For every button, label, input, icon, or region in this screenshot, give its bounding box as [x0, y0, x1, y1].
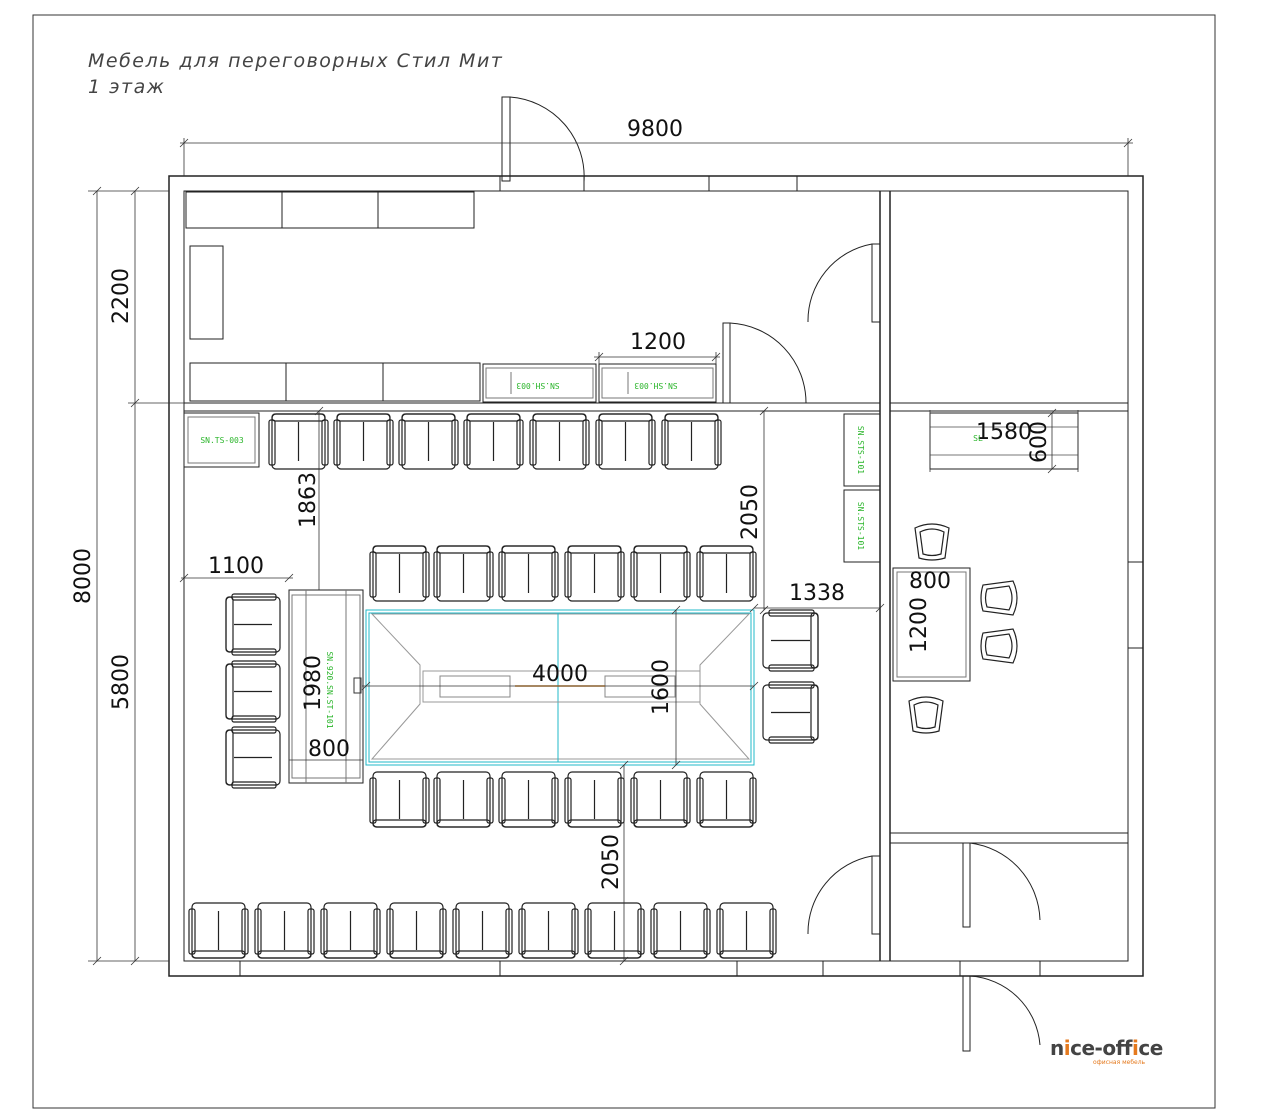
dim-chairs-table-top: 2050	[738, 484, 763, 540]
door-storage	[722, 322, 807, 404]
dim-table-length: 4000	[532, 662, 588, 687]
armchair	[661, 413, 722, 470]
plan-title: Мебель для переговорных Стил Мит	[88, 50, 504, 72]
armchair	[696, 545, 757, 602]
armchair	[595, 413, 656, 470]
dim-top-room: 2200	[109, 268, 134, 324]
armchair	[268, 413, 329, 470]
dim-cabinet: 1200	[630, 330, 686, 355]
armchair	[696, 771, 757, 828]
label-small-table: SL	[973, 434, 983, 443]
armchair	[398, 413, 459, 470]
cafe-chair	[980, 580, 1018, 616]
armchair	[584, 902, 645, 959]
entrance-door	[501, 96, 585, 183]
armchair	[498, 771, 559, 828]
armchair	[463, 413, 524, 470]
dim-small-width: 600	[1027, 421, 1052, 463]
dim-side-length: 1980	[301, 655, 326, 711]
nice-office-logo: nice-office	[1050, 1036, 1163, 1060]
cafe-table	[892, 567, 971, 682]
armchair	[564, 545, 625, 602]
door-exit	[962, 975, 1041, 1052]
armchair	[650, 902, 711, 959]
conference-table	[365, 609, 755, 766]
stand-b	[843, 489, 881, 563]
armchair	[452, 902, 513, 959]
label-tv-stand: SN.TS-003	[200, 436, 244, 445]
label-cabinet-a: SN.SH.003	[516, 381, 560, 390]
armchair	[529, 413, 590, 470]
armchair	[333, 413, 394, 470]
tv-stand	[183, 412, 260, 468]
label-stand-b: SN.STS-101	[856, 502, 865, 550]
armchair	[225, 726, 281, 789]
armchair	[630, 545, 691, 602]
armchair	[564, 771, 625, 828]
cafe-chair	[980, 628, 1018, 664]
logo-tagline: офисная мебель	[1093, 1059, 1146, 1066]
armchair	[433, 545, 494, 602]
dim-table-width: 1600	[649, 659, 674, 715]
dim-cafe-width: 800	[909, 569, 951, 594]
cafe-chair	[914, 523, 950, 561]
label-stand-a: SN.STS-101	[856, 426, 865, 474]
armchair	[188, 902, 249, 959]
armchair	[498, 545, 559, 602]
side-table	[288, 589, 364, 784]
cafe-chair	[908, 696, 944, 734]
cabinet-b	[598, 363, 717, 403]
dim-overall-width: 9800	[627, 117, 683, 142]
dim-side-width: 800	[308, 737, 350, 762]
armchair	[630, 771, 691, 828]
dim-overall-height: 8000	[71, 548, 96, 604]
armchair	[320, 902, 381, 959]
armchair	[225, 660, 281, 723]
outer-wall	[168, 175, 1144, 977]
label-cabinet-b: SN.SH.003	[634, 381, 678, 390]
sheet-frame	[32, 14, 1216, 1109]
armchair	[386, 902, 447, 959]
armchair	[716, 902, 777, 959]
stand-a	[843, 413, 881, 487]
plan-subtitle: 1 этаж	[88, 76, 166, 98]
dim-main-room: 5800	[109, 654, 134, 710]
armchair	[433, 771, 494, 828]
armchair	[369, 771, 430, 828]
armchair	[254, 902, 315, 959]
dim-chairs-table-bottom: 2050	[599, 834, 624, 890]
dim-small-length: 1580	[976, 420, 1032, 445]
door-top-right-room	[807, 243, 881, 323]
dim-wall-chairs: 1863	[296, 472, 321, 528]
door-bottom-meeting	[807, 855, 881, 935]
armchair	[225, 593, 281, 656]
armchair	[762, 609, 819, 672]
label-side-table: SN.920.SN.ST-101	[325, 651, 334, 728]
door-bottom-room	[962, 842, 1041, 928]
dim-side-offset: 1100	[208, 554, 264, 579]
armchair	[369, 545, 430, 602]
cabinet-a	[482, 363, 597, 403]
inner-wall	[183, 190, 1129, 962]
armchair	[762, 681, 819, 744]
dim-cafe-length: 1200	[907, 597, 932, 653]
armchair	[518, 902, 579, 959]
dim-table-wall: 1338	[789, 581, 845, 606]
